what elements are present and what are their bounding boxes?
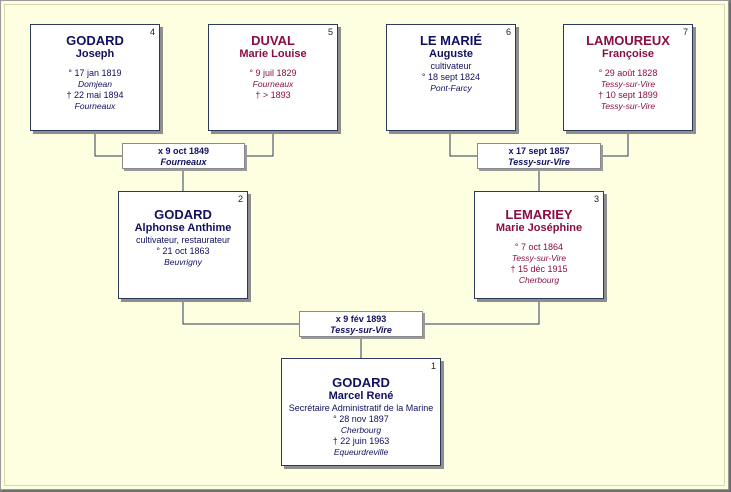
person-card-2[interactable]: 2 GODARD Alphonse Anthime cultivateur, r… <box>118 191 248 299</box>
given-name: Marie Louise <box>239 48 307 60</box>
death-date: † > 1893 <box>255 90 291 100</box>
sosa-number: 4 <box>149 27 155 37</box>
death-place: Equeurdreville <box>333 447 389 457</box>
birth-place: Tessy-sur-Vire <box>600 79 656 89</box>
death-date: † 22 mai 1894 <box>66 90 124 100</box>
surname: DUVAL <box>251 33 295 48</box>
sosa-number: 6 <box>505 27 511 37</box>
birth-date: ° 21 oct 1863 <box>156 246 210 256</box>
marriage-place: Tessy-sur-Vire <box>330 325 392 335</box>
given-name: Marie Joséphine <box>495 222 583 234</box>
surname: GODARD <box>66 33 124 48</box>
birth-place: Domjean <box>77 79 113 89</box>
person-card-5[interactable]: 5 DUVAL Marie Louise ° 9 juil 1829 Fourn… <box>208 24 338 131</box>
birth-place: Tessy-sur-Vire <box>511 253 567 263</box>
birth-date: ° 17 jan 1819 <box>68 68 122 78</box>
death-date: † 15 déc 1915 <box>510 264 568 274</box>
given-name: Auguste <box>429 48 473 60</box>
birth-date: ° 9 juil 1829 <box>249 68 297 78</box>
birth-date: ° 29 août 1828 <box>598 68 658 78</box>
marriage-place: Fourneaux <box>160 157 207 167</box>
person-card-1[interactable]: 1 GODARD Marcel René Secrétaire Administ… <box>281 358 441 466</box>
death-place: Fourneaux <box>74 101 116 111</box>
death-place: Cherbourg <box>518 275 560 285</box>
sosa-number: 3 <box>593 194 599 204</box>
death-date: † 22 juin 1963 <box>332 436 390 446</box>
death-place: Tessy-sur-Vire <box>600 101 656 111</box>
occupation: Secrétaire Administratif de la Marine <box>288 403 434 413</box>
sosa-number: 1 <box>430 361 436 371</box>
surname: LEMARIEY <box>505 207 573 222</box>
marriage-box-4-5[interactable]: x 9 oct 1849 Fourneaux <box>122 143 245 169</box>
surname: LE MARIÉ <box>419 33 483 48</box>
given-name: Alphonse Anthime <box>134 222 232 234</box>
birth-place: Beuvrigny <box>164 257 202 267</box>
marriage-place: Tessy-sur-Vire <box>508 157 570 167</box>
given-name: Joseph <box>75 48 115 60</box>
marriage-box-6-7[interactable]: x 17 sept 1857 Tessy-sur-Vire <box>477 143 601 169</box>
person-card-7[interactable]: 7 LAMOUREUX Françoise ° 29 août 1828 Tes… <box>563 24 693 131</box>
surname: GODARD <box>332 375 390 390</box>
sosa-number: 7 <box>682 27 688 37</box>
given-name: Françoise <box>602 48 654 60</box>
given-name: Marcel René <box>328 390 394 402</box>
birth-date: ° 7 oct 1864 <box>514 242 564 252</box>
birth-place: Cherbourg <box>340 425 382 435</box>
occupation: cultivateur, restaurateur <box>135 235 231 245</box>
marriage-date: x 9 fév 1893 <box>335 314 387 324</box>
death-date: † 10 sept 1899 <box>598 90 658 100</box>
marriage-box-2-3[interactable]: x 9 fév 1893 Tessy-sur-Vire <box>299 311 423 337</box>
birth-place: Pont-Farcy <box>430 83 472 93</box>
marriage-date: x 9 oct 1849 <box>157 146 210 156</box>
birth-place: Fourneaux <box>252 79 294 89</box>
surname: GODARD <box>154 207 212 222</box>
birth-date: ° 18 sept 1824 <box>421 72 481 82</box>
sosa-number: 2 <box>237 194 243 204</box>
surname: LAMOUREUX <box>586 33 670 48</box>
person-card-4[interactable]: 4 GODARD Joseph ° 17 jan 1819 Domjean † … <box>30 24 160 131</box>
marriage-date: x 17 sept 1857 <box>508 146 570 156</box>
sosa-number: 5 <box>327 27 333 37</box>
birth-date: ° 28 nov 1897 <box>333 414 389 424</box>
person-card-6[interactable]: 6 LE MARIÉ Auguste cultivateur ° 18 sept… <box>386 24 516 131</box>
person-card-3[interactable]: 3 LEMARIEY Marie Joséphine ° 7 oct 1864 … <box>474 191 604 299</box>
occupation: cultivateur <box>430 61 472 71</box>
